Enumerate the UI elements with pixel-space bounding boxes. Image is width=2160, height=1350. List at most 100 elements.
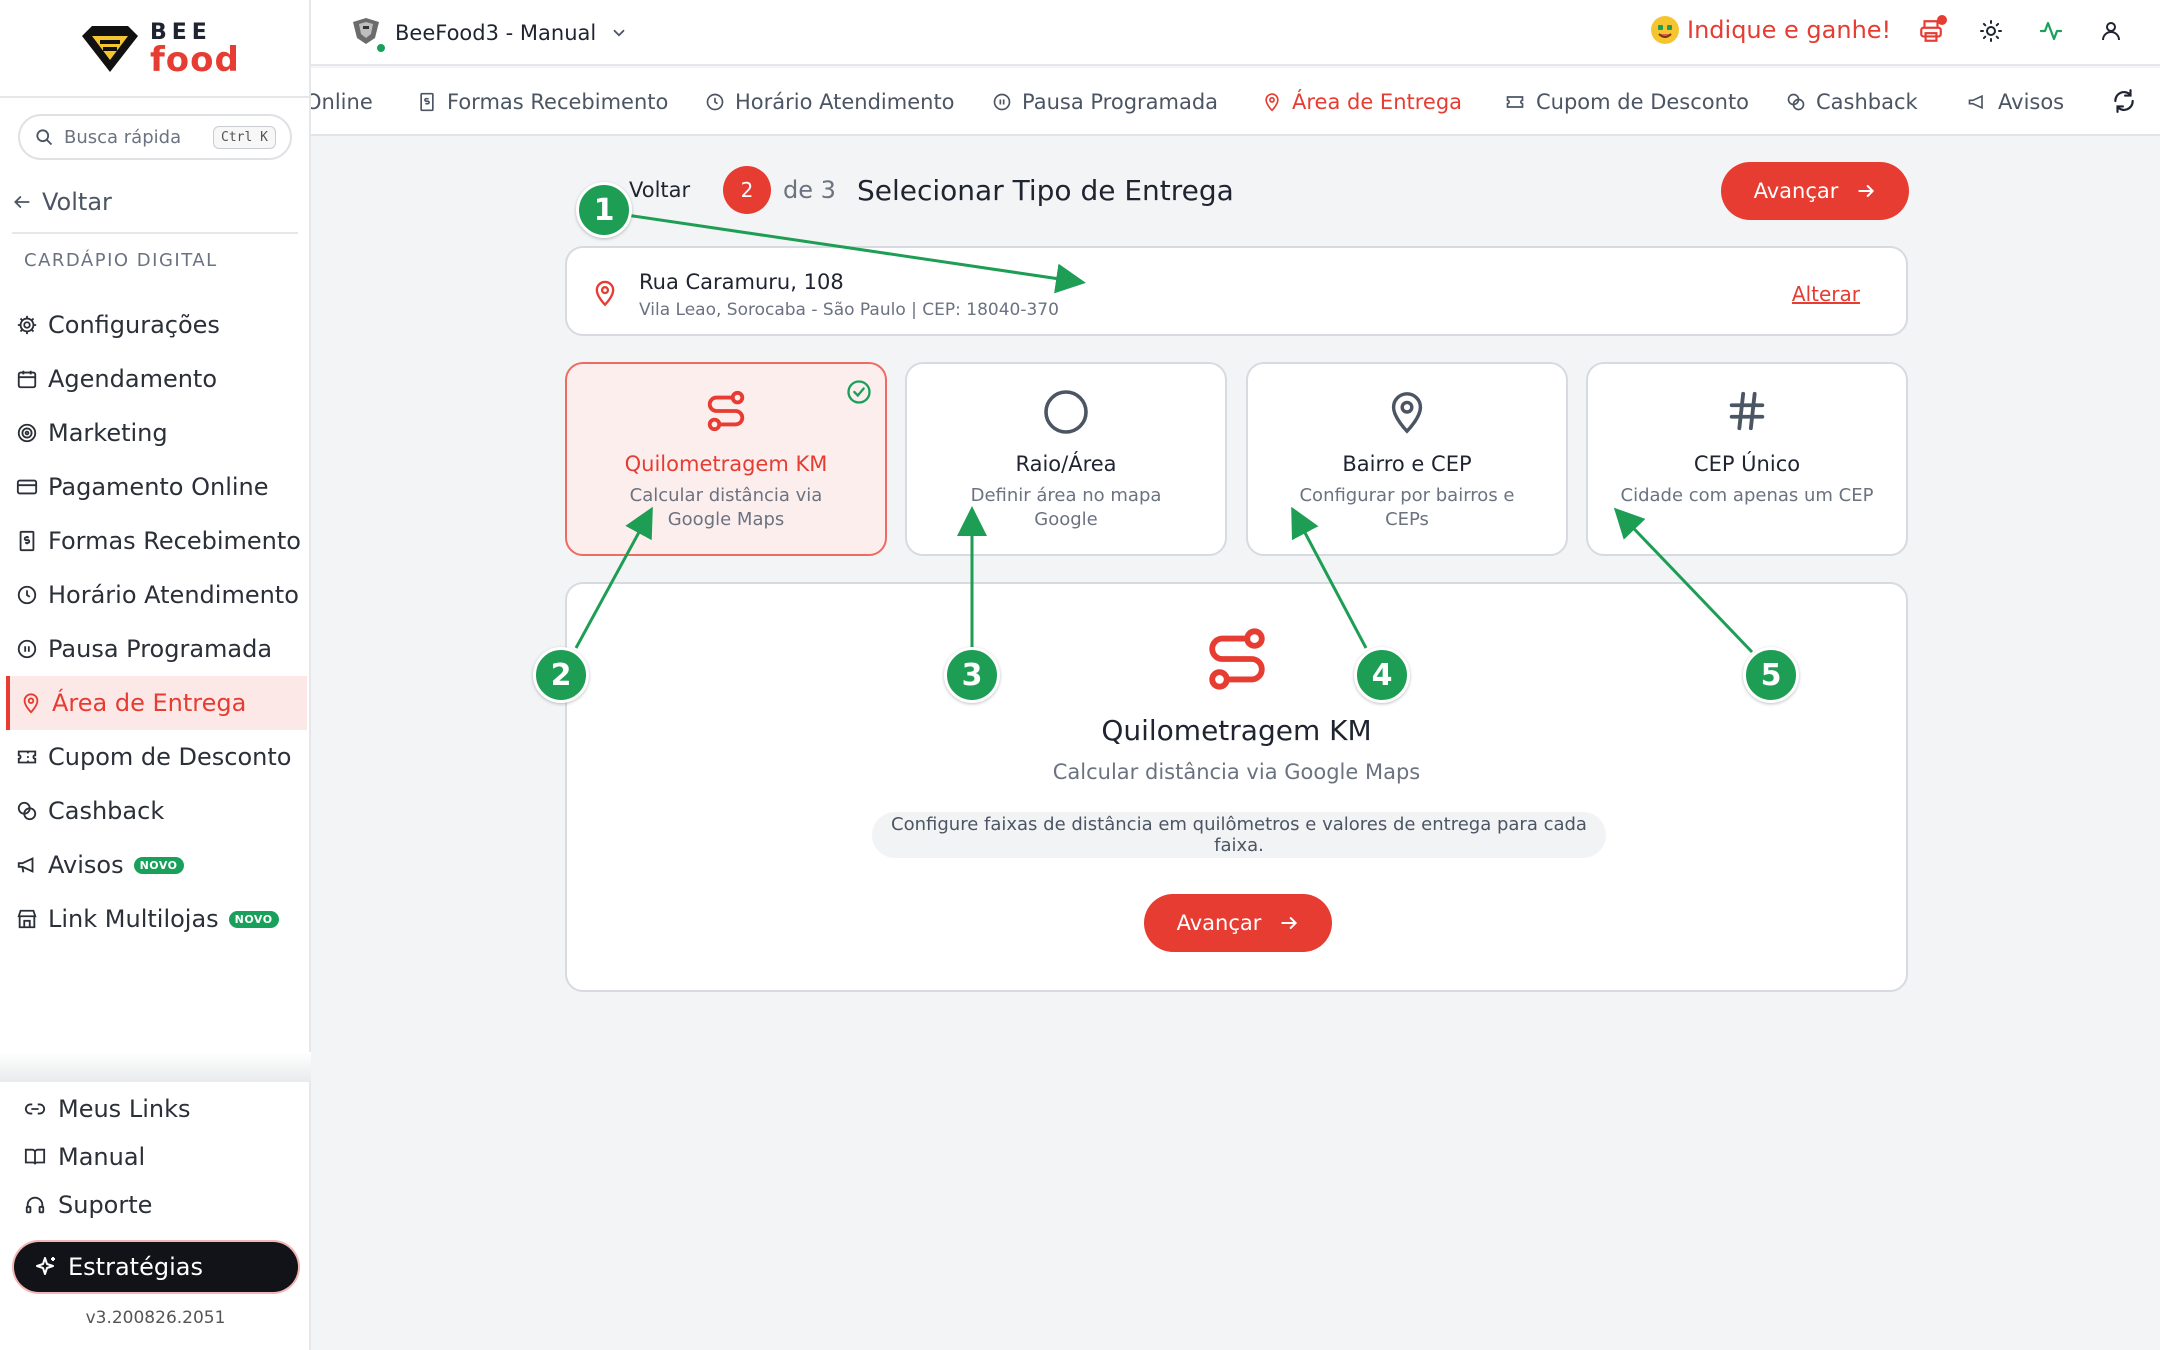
user-icon — [2102, 22, 2120, 41]
sidebar-item-pagamento-online[interactable]: Pagamento Online — [0, 460, 311, 514]
delivery-type-single-cep-card[interactable]: CEP Único Cidade com apenas um CEP — [1586, 362, 1908, 556]
sidebar: BEE food Busca rápida Ctrl K Voltar CARD… — [0, 0, 311, 1350]
sidebar-item-configuracoes[interactable]: Configurações — [0, 298, 311, 352]
logo-text-food: food — [150, 40, 240, 80]
delivery-type-detail-card: Quilometragem KM Calcular distância via … — [565, 582, 1908, 992]
sun-icon — [1980, 20, 2002, 42]
beefood-logo[interactable]: BEE food — [78, 18, 248, 80]
tab-area-de-entrega[interactable]: Área de Entrega — [1262, 68, 1462, 134]
sidebar-item-cashback[interactable]: Cashback — [0, 784, 311, 838]
option-title: Raio/Área — [1015, 452, 1117, 476]
tab-label: Avisos — [1998, 90, 2065, 114]
credit-card-icon — [16, 479, 38, 495]
sidebar-back-link[interactable]: Voltar — [12, 188, 112, 216]
sidebar-item-manual[interactable]: Manual — [0, 1133, 311, 1181]
tab-label: Cashback — [1816, 90, 1918, 114]
arrow-right-icon — [1858, 185, 1875, 197]
tab-formas-recebimento[interactable]: Formas Recebimento — [417, 68, 669, 134]
sidebar-scroll-fade — [0, 1052, 311, 1082]
notification-dot — [1937, 15, 1947, 25]
address-street: Rua Caramuru, 108 — [639, 270, 844, 294]
sidebar-bottom-nav: Meus Links Manual Suporte — [0, 1085, 311, 1229]
sidebar-item-suporte[interactable]: Suporte — [0, 1181, 311, 1229]
sidebar-item-cupom-de-desconto[interactable]: Cupom de Desconto — [0, 730, 311, 784]
arrow-left-icon — [14, 196, 30, 208]
delivery-type-km-card[interactable]: Quilometragem KM Calcular distância via … — [565, 362, 887, 556]
sidebar-item-label: Avisos — [48, 851, 124, 879]
strategies-button[interactable]: Estratégias — [14, 1242, 298, 1292]
option-description: Cidade com apenas um CEP — [1620, 485, 1874, 506]
tab-pausa-programada[interactable]: Pausa Programada — [992, 68, 1219, 134]
coins-icon — [1787, 93, 1805, 111]
detail-next-button[interactable]: Avançar — [1144, 894, 1332, 952]
next-step-button[interactable]: Avançar — [1721, 162, 1909, 220]
sidebar-item-area-de-entrega[interactable]: Área de Entrega — [6, 676, 307, 730]
sidebar-divider — [0, 96, 311, 98]
delivery-type-neighborhood-card[interactable]: Bairro e CEP Configurar por bairros e CE… — [1246, 362, 1568, 556]
quick-search-input[interactable]: Busca rápida Ctrl K — [18, 114, 292, 160]
delivery-address-card: Rua Caramuru, 108 Vila Leao, Sorocaba - … — [565, 246, 1908, 336]
sidebar-item-label: Configurações — [48, 311, 220, 339]
option-description: Calcular distância via Google Maps — [629, 485, 823, 530]
option-icon-wrap — [567, 388, 885, 434]
detail-subtitle: Calcular distância via Google Maps — [1052, 760, 1421, 784]
check-circle-icon — [847, 380, 871, 404]
user-button[interactable] — [2097, 16, 2125, 46]
sparkles-icon — [36, 1257, 55, 1275]
change-address-link[interactable]: Alterar — [1791, 282, 1860, 306]
sidebar-item-label: Agendamento — [48, 365, 218, 393]
sidebar-item-link-multilojas[interactable]: Link Multilojas NOVO — [0, 892, 311, 946]
refresh-button[interactable] — [2111, 88, 2137, 114]
store-selector[interactable]: BeeFood3 - Manual — [347, 14, 628, 54]
ticket-icon — [1506, 96, 1524, 108]
sidebar-item-formas-recebimento[interactable]: Formas Recebimento — [0, 514, 311, 568]
sidebar-item-label: Horário Atendimento — [48, 581, 299, 609]
tab-avisos[interactable]: Avisos — [1966, 68, 2065, 134]
store-icon — [17, 909, 37, 929]
ticket-icon — [17, 750, 37, 764]
step-back-link[interactable]: Voltar — [629, 178, 691, 202]
sidebar-item-pausa-programada[interactable]: Pausa Programada — [0, 622, 311, 676]
sidebar-item-label: Formas Recebimento — [48, 527, 301, 555]
sidebar-item-label: Cupom de Desconto — [48, 743, 292, 771]
delivery-type-radius-card[interactable]: Raio/Área Definir área no mapa Google — [905, 362, 1227, 556]
tab-label: Pausa Programada — [1022, 90, 1219, 114]
tab-horario-atendimento[interactable]: Horário Atendimento — [705, 68, 955, 134]
option-title: Quilometragem KM — [624, 452, 828, 476]
activity-button[interactable] — [2037, 16, 2065, 46]
sidebar-item-agendamento[interactable]: Agendamento — [0, 352, 311, 406]
strategies-label: Estratégias — [68, 1253, 203, 1281]
map-pin-icon — [23, 693, 39, 714]
tab-online[interactable]: Online — [311, 68, 373, 134]
theme-toggle-button[interactable] — [1977, 16, 2005, 46]
sidebar-item-avisos[interactable]: Avisos NOVO — [0, 838, 311, 892]
book-icon — [24, 1148, 46, 1165]
sidebar-item-meus-links[interactable]: Meus Links — [0, 1085, 311, 1133]
detail-info-note: Configure faixas de distância em quilôme… — [872, 812, 1606, 858]
tab-label: Formas Recebimento — [447, 90, 669, 114]
step-number-badge: 2 — [723, 166, 771, 214]
search-shortcut-hint: Ctrl K — [213, 125, 276, 149]
settings-tabs: Online Formas Recebimento Horário Atendi… — [311, 68, 2160, 136]
option-icon-wrap — [907, 388, 1225, 436]
sidebar-item-label: Pausa Programada — [48, 635, 273, 663]
sidebar-item-label: Cashback — [48, 797, 165, 825]
clock-icon — [706, 93, 724, 111]
new-badge: NOVO — [133, 856, 184, 874]
megaphone-icon — [17, 857, 34, 873]
pause-icon — [17, 639, 37, 659]
step-header: Voltar 2 de 3 Selecionar Tipo de Entrega… — [565, 160, 1909, 220]
sidebar-section-label: CARDÁPIO DIGITAL — [24, 250, 218, 271]
option-description: Configurar por bairros e CEPs — [1299, 485, 1515, 530]
tab-cupom-de-desconto[interactable]: Cupom de Desconto — [1504, 68, 1749, 134]
printer-button[interactable] — [1917, 15, 1947, 46]
sidebar-item-marketing[interactable]: Marketing — [0, 406, 311, 460]
tab-cashback[interactable]: Cashback — [1786, 68, 1918, 134]
detail-title: Quilometragem KM — [1101, 714, 1372, 747]
arrow-right-icon — [1281, 917, 1298, 929]
online-status-dot — [375, 42, 387, 54]
logo-text-bee: BEE — [150, 20, 212, 45]
receipt-icon — [420, 92, 434, 112]
referral-link[interactable]: Indique e ganhe! — [1651, 16, 1891, 44]
sidebar-item-horario-atendimento[interactable]: Horário Atendimento — [0, 568, 311, 622]
